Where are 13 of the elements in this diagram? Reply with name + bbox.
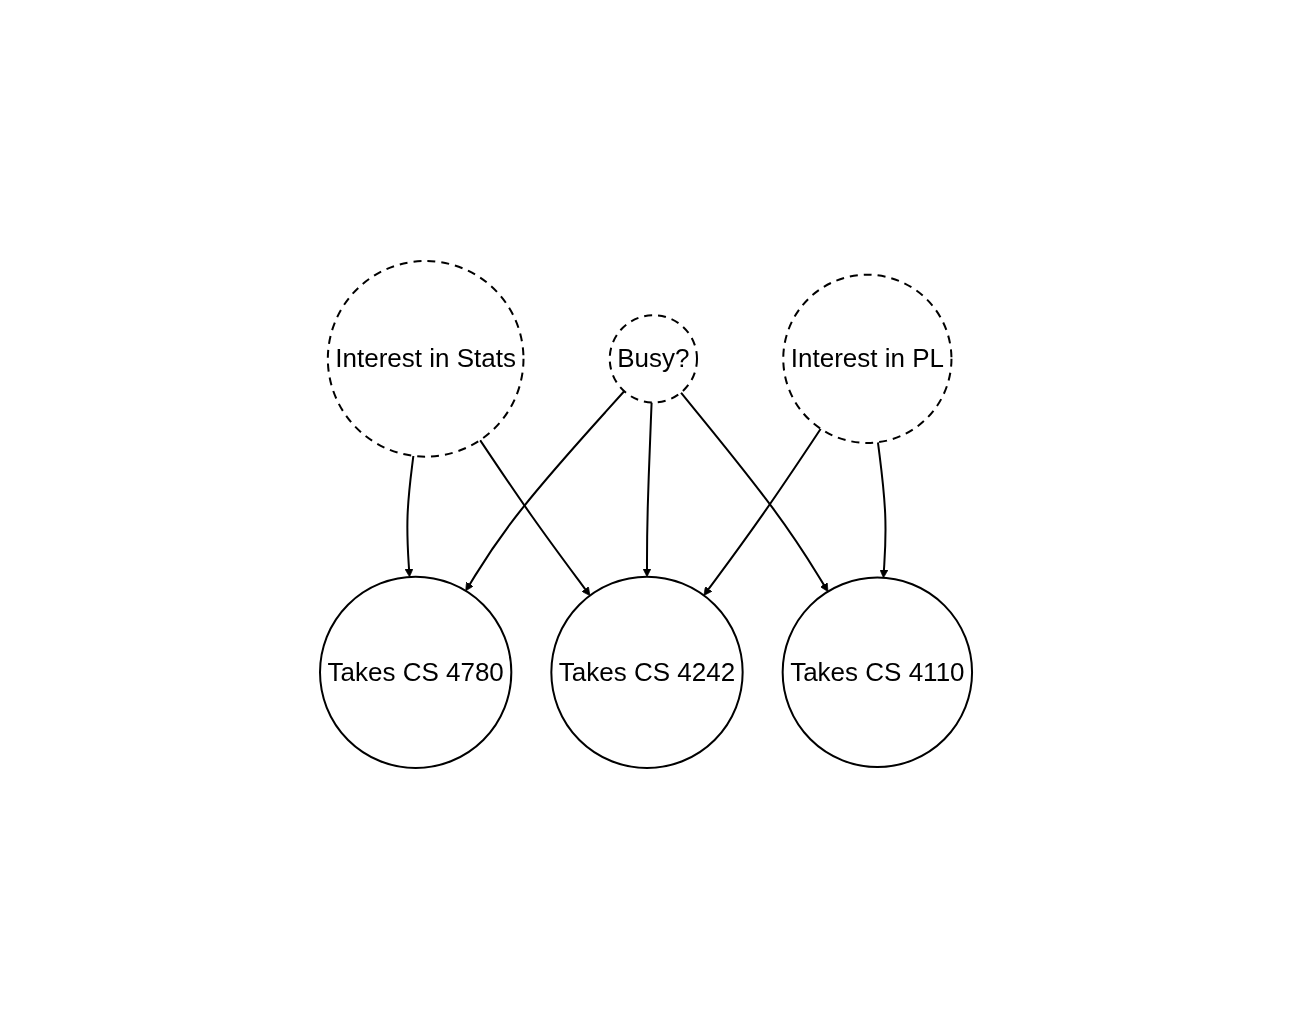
arrow	[643, 401, 654, 578]
node-circle: Busy?	[609, 314, 699, 404]
node-circle: Takes CS 4242	[550, 575, 745, 769]
arrow	[479, 439, 591, 596]
arrow	[680, 391, 829, 592]
node-circle: Interest in PL	[782, 273, 953, 444]
arrow	[405, 454, 415, 578]
arrow	[465, 390, 626, 592]
node-circle: Takes CS 4110	[782, 576, 974, 768]
node-circle: Interest in Stats	[327, 260, 525, 458]
arrow	[703, 427, 823, 596]
node-circle: Takes CS 4780	[319, 575, 513, 769]
arrow	[877, 441, 889, 579]
